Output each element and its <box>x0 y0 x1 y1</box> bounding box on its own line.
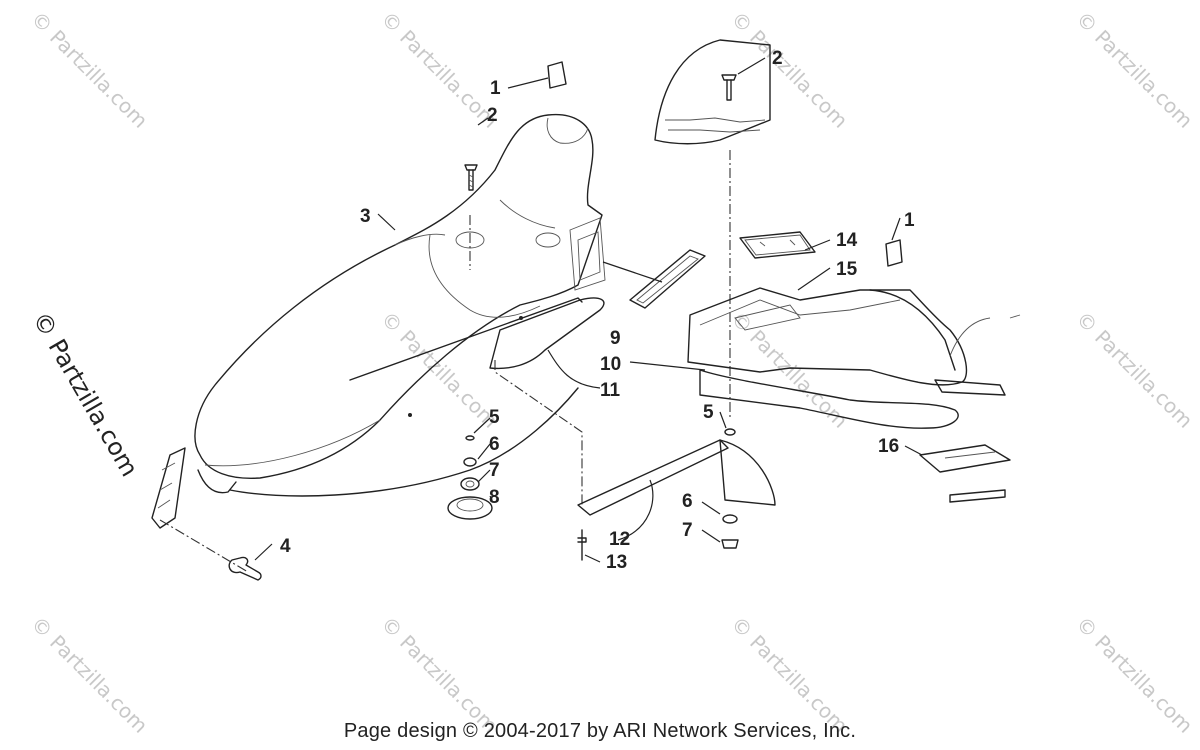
bracket-part-12 <box>494 360 776 561</box>
watermark-side-text: © Partzilla.com <box>27 307 144 481</box>
callout-label: 4 <box>280 536 291 557</box>
callout-label: 8 <box>489 487 500 508</box>
watermark-text: © Partzilla.com <box>1071 307 1197 433</box>
callout-label: 6 <box>682 491 693 512</box>
watermark-text: © Partzilla.com <box>376 307 502 433</box>
watermark-text: © Partzilla.com <box>26 7 152 133</box>
callout-label: 10 <box>600 354 621 375</box>
callout-label: 7 <box>682 520 693 541</box>
callout-label: 11 <box>600 380 621 401</box>
watermark-text: © Partzilla.com <box>26 612 152 738</box>
footer-copyright: Page design © 2004-2017 by ARI Network S… <box>343 720 857 742</box>
seat-base-assembly <box>654 39 1021 429</box>
hardware-stack-left <box>447 164 493 520</box>
mount-hole-dot <box>408 413 412 417</box>
callout-label: 1 <box>904 210 915 231</box>
plate-part-14 <box>739 231 816 259</box>
callout-labels: 1 2 3 4 5 6 7 8 2 14 15 1 9 10 11 5 16 6… <box>280 48 915 573</box>
callout-label: 15 <box>836 259 858 280</box>
callout-label: 5 <box>489 407 500 428</box>
callout-label: 7 <box>489 460 500 481</box>
callout-label: 16 <box>878 436 899 457</box>
callout-label: 5 <box>703 402 714 423</box>
callout-label: 12 <box>609 529 630 550</box>
hood-part-3 <box>194 113 606 497</box>
decal-part-16 <box>919 444 1011 503</box>
pad-part-1-right <box>885 239 903 267</box>
callout-label: 2 <box>487 105 498 126</box>
lower-panel-part-11 <box>489 297 605 370</box>
callout-label: 3 <box>360 206 371 227</box>
mount-hole-dot <box>519 316 523 320</box>
watermark-text: © Partzilla.com <box>726 612 852 738</box>
watermark-text: © Partzilla.com <box>1071 7 1197 133</box>
callout-label: 1 <box>490 78 501 99</box>
leader-lines <box>254 57 923 563</box>
callout-label: 9 <box>610 328 621 349</box>
pad-part-1-left <box>547 61 567 89</box>
watermark-text: © Partzilla.com <box>376 7 502 133</box>
callout-label: 14 <box>836 230 858 251</box>
callout-label: 13 <box>606 552 627 573</box>
callout-label: 6 <box>489 434 500 455</box>
callout-label: 2 <box>772 48 783 69</box>
gasket-part-9 <box>602 249 706 309</box>
watermark-text: © Partzilla.com <box>1071 612 1197 738</box>
watermark-text: © Partzilla.com <box>376 612 502 738</box>
decal-and-clip-part-4 <box>151 447 262 581</box>
